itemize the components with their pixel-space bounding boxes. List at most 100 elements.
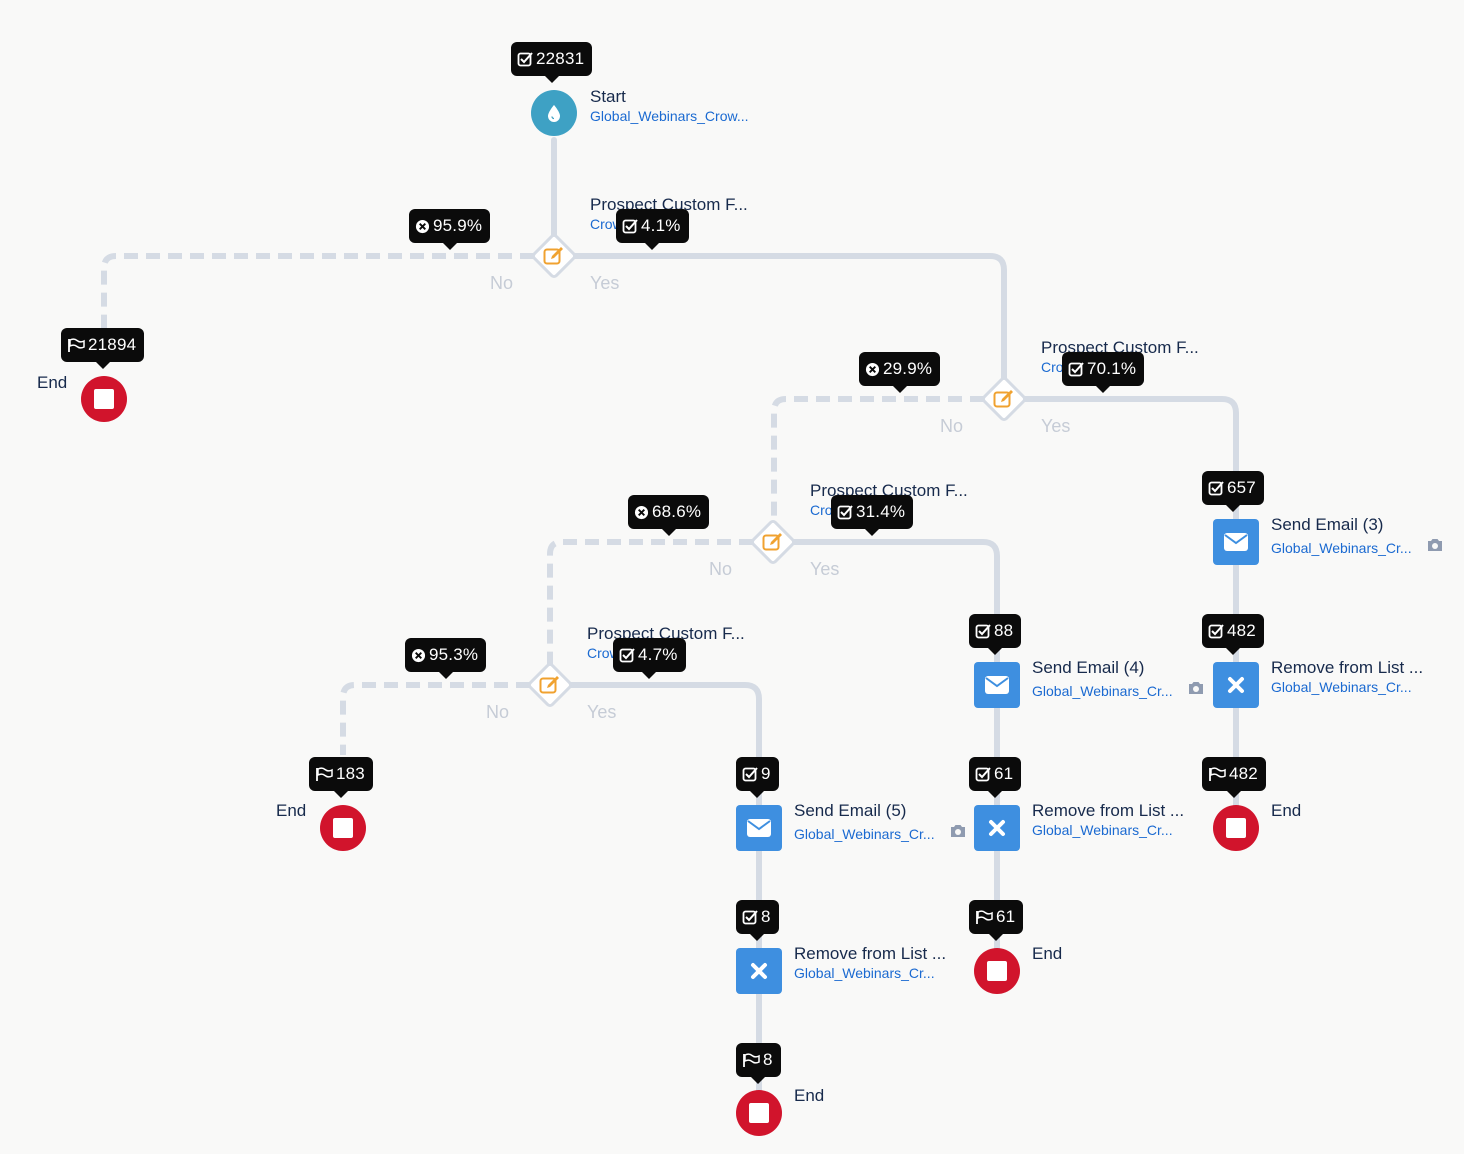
rule3-no-badge: 68.6% [628, 495, 710, 536]
end5-node[interactable] [736, 1090, 782, 1136]
end3-count: 183 [336, 764, 365, 783]
remove-from-list-3-title: Remove from List ... [794, 944, 947, 963]
send-email-5-subtitle[interactable]: Global_Webinars_Cr... [794, 826, 935, 842]
flag-icon [975, 909, 993, 925]
end2-count-badge: 482 [1202, 757, 1266, 798]
connector-rule4-no [340, 682, 530, 755]
remove-from-list-1-node[interactable] [1213, 662, 1259, 708]
drop-icon [547, 104, 561, 122]
end2-label: End [1271, 801, 1302, 820]
end4-node[interactable] [974, 948, 1020, 994]
connector-rule1-no [101, 253, 534, 330]
end5-count-badge: 8 [736, 1043, 781, 1084]
rule4-no-label: No [486, 702, 510, 722]
checkbox-icon [622, 218, 638, 234]
send-email-3-node[interactable] [1213, 519, 1259, 565]
start-count-badge: 22831 [511, 42, 593, 83]
checkbox-icon [742, 766, 758, 782]
rule2-no-pct: 29.9% [883, 359, 933, 378]
rule1-no-label: No [490, 273, 514, 293]
camera-icon[interactable] [1427, 538, 1443, 552]
end1-node[interactable] [81, 376, 127, 422]
start-count: 22831 [536, 49, 585, 68]
rule3-yes-pct: 31.4% [856, 502, 906, 521]
rule4-no-badge: 95.3% [405, 638, 487, 679]
action4-count: 61 [994, 764, 1014, 783]
rule1-yes-badge: 4.1% [616, 209, 689, 250]
send-email-4-node[interactable] [974, 662, 1020, 708]
connector-rule3-no [547, 539, 753, 665]
end4-count: 61 [996, 907, 1016, 926]
rule2-yes-pct: 70.1% [1087, 359, 1137, 378]
send-email-3-title: Send Email (3) [1271, 515, 1384, 534]
end1-label: End [37, 373, 68, 392]
stop-icon [333, 818, 353, 838]
rule1-node[interactable] [529, 231, 579, 281]
remove-from-list-3-subtitle[interactable]: Global_Webinars_Cr... [794, 965, 935, 981]
rule1-yes-pct: 4.1% [641, 216, 681, 235]
start-subtitle[interactable]: Global_Webinars_Crow... [590, 108, 749, 124]
remove-from-list-2-subtitle[interactable]: Global_Webinars_Cr... [1032, 822, 1173, 838]
remove-from-list-2-title: Remove from List ... [1032, 801, 1185, 820]
stop-icon [94, 389, 114, 409]
checkbox-icon [1068, 361, 1084, 377]
send-email-3-subtitle[interactable]: Global_Webinars_Cr... [1271, 540, 1412, 556]
end3-count-badge: 183 [309, 757, 373, 798]
action5-count-badge: 9 [736, 757, 779, 798]
send-email-4-title: Send Email (4) [1032, 658, 1145, 677]
rule4-node[interactable] [525, 660, 575, 710]
x-circle-icon [634, 505, 649, 520]
stop-icon [1226, 818, 1246, 838]
checkbox-icon [742, 909, 758, 925]
checkbox-icon [619, 647, 635, 663]
end2-node[interactable] [1213, 805, 1259, 851]
connector-rule4-yes [567, 682, 762, 809]
action3-count-badge: 88 [969, 614, 1022, 655]
rule1-no-pct: 95.9% [433, 216, 483, 235]
remove-from-list-1-title: Remove from List ... [1271, 658, 1424, 677]
x-circle-icon [411, 648, 426, 663]
end5-count: 8 [763, 1050, 773, 1069]
camera-icon[interactable] [950, 824, 966, 838]
action6-count-badge: 8 [736, 900, 779, 941]
end2-count: 482 [1229, 764, 1258, 783]
start-title: Start [590, 87, 626, 106]
remove-from-list-2-node[interactable] [974, 805, 1020, 851]
x-circle-icon [865, 362, 880, 377]
remove-from-list-1-subtitle[interactable]: Global_Webinars_Cr... [1271, 679, 1412, 695]
rule3-no-pct: 68.6% [652, 502, 702, 521]
checkbox-icon [837, 504, 853, 520]
start-node[interactable] [531, 90, 577, 136]
edit-icon [539, 675, 561, 695]
end3-node[interactable] [320, 805, 366, 851]
action6-count: 8 [761, 907, 771, 926]
edit-icon [543, 246, 565, 266]
rule3-node[interactable] [748, 517, 798, 567]
connector-rule1-yes [571, 253, 1007, 383]
end4-count-badge: 61 [969, 900, 1024, 941]
edit-icon [762, 532, 784, 552]
end1-count-badge: 21894 [61, 328, 145, 369]
rule3-yes-label: Yes [810, 559, 840, 579]
camera-icon[interactable] [1188, 681, 1204, 695]
send-email-5-node[interactable] [736, 805, 782, 851]
rule2-node[interactable] [979, 374, 1029, 424]
rule2-no-badge: 29.9% [859, 352, 941, 393]
remove-from-list-3-node[interactable] [736, 948, 782, 994]
checkbox-icon [1208, 623, 1224, 639]
end3-label: End [276, 801, 307, 820]
end5-label: End [794, 1086, 825, 1105]
rule4-yes-pct: 4.7% [638, 645, 678, 664]
rule1-yes-label: Yes [590, 273, 620, 293]
send-email-4-subtitle[interactable]: Global_Webinars_Cr... [1032, 683, 1173, 699]
rule4-yes-label: Yes [587, 702, 617, 722]
checkbox-icon [1208, 480, 1224, 496]
rule1-no-badge: 95.9% [409, 209, 491, 250]
connector-rule2-no [771, 396, 984, 522]
flag-icon [67, 337, 85, 353]
close-icon [988, 819, 1006, 837]
checkbox-icon [975, 766, 991, 782]
checkbox-icon [517, 51, 533, 67]
send-email-5-title: Send Email (5) [794, 801, 907, 820]
